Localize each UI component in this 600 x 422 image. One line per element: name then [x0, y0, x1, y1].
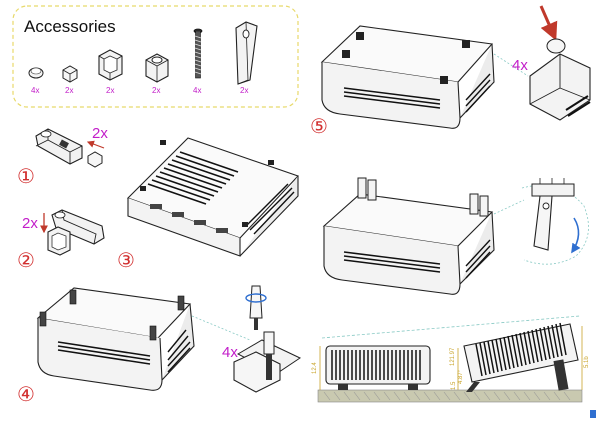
- step-1-multiplier: 2x: [92, 125, 108, 142]
- detail-leader: [191, 315, 251, 341]
- detail-leader: [493, 53, 529, 77]
- step-1: 2x ①: [17, 125, 108, 188]
- step-2-number: ②: [17, 248, 35, 272]
- qty-corner-bracket: 2x: [106, 86, 114, 95]
- step-2-multiplier: 2x: [22, 215, 38, 232]
- bracket-with-leg-icon: [47, 209, 105, 256]
- step-4: 4x ④: [17, 285, 302, 406]
- insert-arrow: [86, 140, 105, 149]
- dim-tilt-1: 121.97: [450, 347, 456, 366]
- screw-icon: [193, 28, 203, 79]
- step-5-number: ⑤: [310, 114, 328, 138]
- enclosure-with-feet-icon: [36, 287, 195, 391]
- step-1-number: ①: [17, 164, 35, 188]
- table-surface: [317, 389, 583, 403]
- step-5-multiplier: 4x: [512, 57, 528, 74]
- dim-tilt-2: 4.87°: [458, 369, 464, 384]
- enclosure-inverted-icon: [320, 25, 495, 129]
- leg-rotation-detail-icon: [521, 178, 589, 265]
- tilt-leg-part-icon: [35, 128, 83, 165]
- enclosure-with-legs-icon: [322, 177, 495, 295]
- step-4-number: ④: [17, 382, 35, 406]
- small-cube-icon: [62, 65, 78, 83]
- tilted-enclosure-icon: [463, 322, 579, 392]
- square-nut-icon: [145, 53, 169, 83]
- accessories-panel: Accessories 4x 2x 2x 2x: [12, 5, 299, 108]
- detail-leader: [493, 199, 525, 215]
- dim-tilt-3: 1.5: [451, 381, 457, 390]
- qty-square-nut: 2x: [152, 86, 160, 95]
- step-6: [322, 177, 589, 295]
- corner-mark: [590, 410, 596, 418]
- step-3-number: ③: [117, 248, 135, 272]
- step-5: 4x ⑤: [310, 5, 591, 138]
- side-view: 12.4 5.1b 121.97 4.87° 1.5: [312, 315, 590, 403]
- qty-foot-pad: 4x: [31, 86, 39, 95]
- dim-left-height: 12.4: [312, 362, 318, 374]
- qty-small-cube: 2x: [65, 86, 73, 95]
- foot-pad-detail-icon: [529, 38, 591, 121]
- qty-tilt-leg: 2x: [240, 86, 248, 95]
- step-2: 2x ②: [17, 209, 105, 272]
- step-4-multiplier: 4x: [222, 344, 238, 361]
- tilt-leg-icon: [235, 21, 258, 85]
- qty-screw: 4x: [193, 86, 201, 95]
- foot-detail-icon: [233, 331, 302, 393]
- small-cube-part-icon: [87, 151, 103, 168]
- enclosure-top-icon: [126, 137, 299, 257]
- flat-enclosure-icon: [325, 345, 431, 390]
- step-3: ③: [117, 137, 299, 272]
- dim-right-height: 5.1b: [584, 356, 590, 368]
- press-arrow: [539, 5, 558, 41]
- corner-bracket-icon: [98, 49, 123, 81]
- foot-pad-icon: [28, 67, 44, 79]
- screwdriver-icon: [245, 285, 267, 330]
- accessories-title: Accessories: [24, 17, 116, 36]
